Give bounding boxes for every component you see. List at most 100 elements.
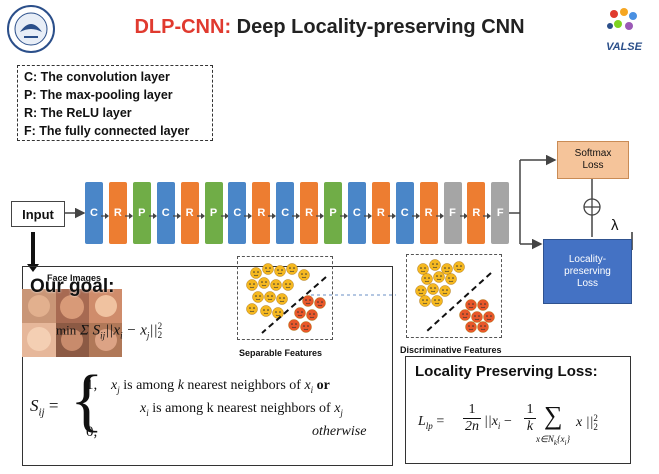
locality-preserving-loss-box: Locality- preserving Loss (543, 239, 632, 304)
sij-l1-xisub: i (310, 384, 314, 395)
goal-label: Our goal: (30, 276, 115, 297)
feature-point (276, 293, 288, 305)
sij-sub: ij (38, 406, 45, 419)
sij-otherwise: otherwise (312, 424, 367, 439)
university-logo (6, 4, 56, 54)
valse-logo: VALSE (598, 6, 650, 53)
goal-sub-i: i (120, 330, 123, 341)
separating-line (426, 272, 492, 332)
feature-point (274, 265, 286, 277)
sij-case-zero: 0, (86, 424, 98, 440)
goal-norm: ||x (105, 322, 121, 339)
layer-arrow (196, 208, 205, 219)
layer-block: C (347, 182, 366, 244)
layer-block: P (324, 182, 342, 244)
goal-norm-end: || (149, 322, 158, 339)
layer-arrow (459, 208, 468, 219)
feature-point (459, 309, 471, 321)
sij-l1-b: is among (119, 378, 178, 393)
layer-arrow (363, 208, 372, 219)
input-box: Input (11, 201, 65, 227)
separable-features-plot (237, 256, 333, 340)
lp-frac1-den: 2n (465, 419, 479, 434)
sij-l2-xsub: i (146, 407, 149, 418)
layer-block: R (419, 182, 438, 244)
feature-point (433, 271, 445, 283)
layer-arrow (387, 208, 396, 219)
feature-point (471, 311, 483, 323)
feature-point (445, 273, 457, 285)
feature-point (421, 273, 433, 285)
layer-arrow (148, 208, 157, 219)
legend-item-conv: C: The convolution layer (24, 70, 170, 84)
feature-point (465, 321, 477, 333)
layer-arrow (172, 208, 181, 219)
title-highlight: DLP-CNN: (134, 16, 232, 38)
softmax-line2: Loss (582, 160, 604, 171)
sij-l1-xsub: j (117, 384, 120, 395)
sij-lhs: Sij = (30, 396, 58, 418)
layer-block: F (443, 182, 462, 244)
legend-item-pool: P: The max-pooling layer (24, 88, 173, 102)
layer-arrow (101, 208, 109, 219)
lp-loss-heading: Locality Preserving Loss: (415, 363, 598, 380)
feature-point (453, 261, 465, 273)
lp-loss-panel (405, 356, 631, 464)
layer-arrow (124, 208, 133, 219)
layer-block: R (252, 182, 271, 244)
goal-min: min (56, 322, 77, 338)
goal-sub-j: j (146, 330, 150, 341)
sij-l2-xj: x (334, 401, 341, 416)
feature-point (439, 285, 451, 297)
goal-sq: 2 (157, 321, 163, 331)
layer-block: R (371, 182, 390, 244)
discriminative-features-plot (406, 254, 502, 338)
lp-L: L (418, 414, 426, 429)
legend-item-fc: F: The fully connected layer (24, 124, 190, 138)
feature-point (314, 297, 326, 309)
legend-item-relu: R: The ReLU layer (24, 106, 132, 120)
layer-block: C (395, 182, 414, 244)
feature-point (300, 321, 312, 333)
feature-point (294, 307, 306, 319)
discriminative-caption: Discriminative Features (400, 345, 502, 355)
feature-point (419, 295, 431, 307)
feature-point (483, 311, 495, 323)
sij-line1: xj is among k nearest neighbors of xi or (111, 378, 330, 395)
lp-frac1-num: 1 (468, 402, 476, 417)
feature-point (272, 307, 284, 319)
sij-eq: = (44, 396, 59, 415)
face-images-label: Face Images (47, 273, 102, 283)
feature-point (477, 321, 489, 333)
sij-l2-xjsub: j (340, 407, 343, 418)
feature-point (262, 263, 274, 275)
goal-panel (22, 266, 393, 466)
feature-point (465, 299, 477, 311)
lp-line1: Locality- (568, 253, 607, 265)
layer-legend: C: The convolution layer P: The max-pool… (17, 65, 213, 141)
sij-l1-x: x (111, 378, 118, 393)
layer-block: C (228, 182, 247, 244)
goal-two: 2 (157, 330, 163, 340)
layer-arrow (435, 208, 444, 219)
feature-point (282, 279, 294, 291)
feature-point (302, 295, 314, 307)
lp-L-sub: lp (425, 420, 433, 431)
layer-arrow (268, 208, 277, 219)
feature-point (246, 303, 258, 315)
lp-sq: 2 (593, 413, 598, 423)
feature-point (264, 291, 276, 303)
sij-l1-xi: x (304, 378, 311, 393)
goal-sum: Σ S (79, 322, 101, 339)
lambda-label: λ (611, 217, 619, 234)
lp-frac2-num: 1 (526, 402, 534, 417)
sij-l1-k: k (177, 378, 184, 393)
feature-point (258, 277, 270, 289)
feature-point (252, 291, 264, 303)
softmax-line1: Softmax (574, 148, 612, 159)
lp-mid-sub: i (497, 420, 501, 431)
page-title: DLP-CNN: Deep Locality-preserving CNN (0, 16, 659, 39)
feature-point (429, 259, 441, 271)
feature-point (431, 295, 443, 307)
